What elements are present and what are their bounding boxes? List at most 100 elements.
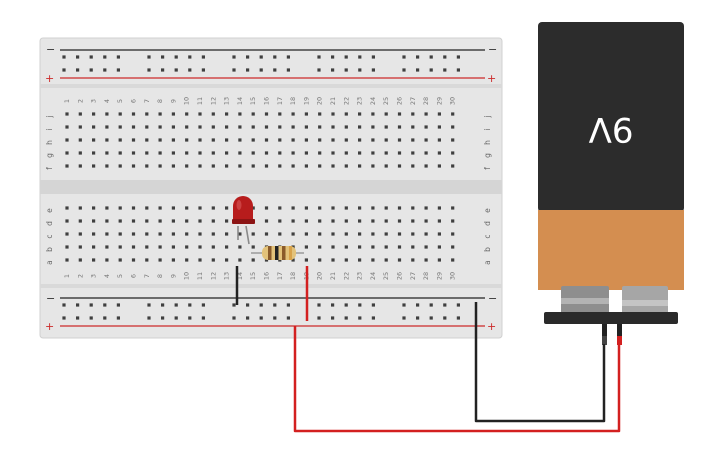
terminal-hole[interactable] xyxy=(251,125,255,129)
terminal-hole[interactable] xyxy=(211,232,215,236)
rail-hole[interactable] xyxy=(443,68,447,72)
terminal-hole[interactable] xyxy=(225,219,229,223)
terminal-hole[interactable] xyxy=(304,164,308,168)
terminal-hole[interactable] xyxy=(238,245,242,249)
terminal-hole[interactable] xyxy=(131,219,136,223)
terminal-hole[interactable] xyxy=(65,125,69,129)
rail-hole[interactable] xyxy=(201,303,205,307)
terminal-hole[interactable] xyxy=(264,258,269,262)
terminal-hole[interactable] xyxy=(198,138,202,142)
terminal-hole[interactable] xyxy=(304,245,308,249)
terminal-hole[interactable] xyxy=(185,245,189,249)
terminal-hole[interactable] xyxy=(371,112,375,116)
terminal-hole[interactable] xyxy=(291,232,295,236)
rail-hole[interactable] xyxy=(402,316,406,320)
terminal-hole[interactable] xyxy=(78,112,82,116)
terminal-hole[interactable] xyxy=(411,258,415,262)
terminal-hole[interactable] xyxy=(171,258,175,262)
terminal-hole[interactable] xyxy=(358,245,362,249)
terminal-hole[interactable] xyxy=(105,206,109,210)
terminal-hole[interactable] xyxy=(304,232,308,236)
terminal-hole[interactable] xyxy=(118,151,122,155)
terminal-hole[interactable] xyxy=(278,232,282,236)
terminal-hole[interactable] xyxy=(384,232,388,236)
terminal-hole[interactable] xyxy=(251,258,255,262)
rail-hole[interactable] xyxy=(62,303,66,307)
terminal-hole[interactable] xyxy=(437,206,441,210)
terminal-hole[interactable] xyxy=(384,138,388,142)
rail-hole[interactable] xyxy=(416,316,420,320)
terminal-hole[interactable] xyxy=(264,112,269,116)
terminal-hole[interactable] xyxy=(145,232,149,236)
terminal-hole[interactable] xyxy=(198,206,202,210)
terminal-hole[interactable] xyxy=(171,232,175,236)
battery-9v[interactable]: 9V xyxy=(538,22,684,345)
terminal-hole[interactable] xyxy=(171,219,175,223)
terminal-hole[interactable] xyxy=(397,219,402,223)
terminal-hole[interactable] xyxy=(451,219,455,223)
terminal-hole[interactable] xyxy=(451,232,455,236)
terminal-hole[interactable] xyxy=(424,151,428,155)
rail-hole[interactable] xyxy=(103,316,107,320)
terminal-hole[interactable] xyxy=(158,219,162,223)
terminal-hole[interactable] xyxy=(384,258,388,262)
terminal-hole[interactable] xyxy=(211,258,215,262)
terminal-hole[interactable] xyxy=(185,164,189,168)
terminal-hole[interactable] xyxy=(65,206,69,210)
terminal-hole[interactable] xyxy=(158,232,162,236)
terminal-hole[interactable] xyxy=(304,112,308,116)
terminal-hole[interactable] xyxy=(185,112,189,116)
terminal-hole[interactable] xyxy=(451,125,455,129)
rail-hole[interactable] xyxy=(89,316,93,320)
rail-hole[interactable] xyxy=(161,303,165,307)
terminal-hole[interactable] xyxy=(384,164,388,168)
rail-hole[interactable] xyxy=(103,303,107,307)
rail-hole[interactable] xyxy=(456,303,460,307)
rail-hole[interactable] xyxy=(188,55,192,59)
terminal-hole[interactable] xyxy=(118,245,122,249)
terminal-hole[interactable] xyxy=(344,258,348,262)
rail-hole[interactable] xyxy=(89,55,93,59)
rail-hole[interactable] xyxy=(259,303,263,307)
terminal-hole[interactable] xyxy=(278,151,282,155)
terminal-hole[interactable] xyxy=(145,245,149,249)
battery-positive-lead[interactable] xyxy=(293,326,621,433)
terminal-hole[interactable] xyxy=(251,151,255,155)
terminal-hole[interactable] xyxy=(238,151,242,155)
terminal-hole[interactable] xyxy=(225,258,229,262)
terminal-hole[interactable] xyxy=(451,164,455,168)
rail-hole[interactable] xyxy=(147,303,151,307)
terminal-hole[interactable] xyxy=(331,219,335,223)
rail-hole[interactable] xyxy=(344,303,348,307)
rail-hole[interactable] xyxy=(161,68,165,72)
rail-hole[interactable] xyxy=(358,68,362,72)
rail-hole[interactable] xyxy=(174,55,178,59)
rail-hole[interactable] xyxy=(259,55,263,59)
red-led[interactable] xyxy=(232,196,255,245)
terminal-hole[interactable] xyxy=(78,258,82,262)
terminal-hole[interactable] xyxy=(251,164,255,168)
terminal-hole[interactable] xyxy=(145,138,149,142)
terminal-hole[interactable] xyxy=(451,151,455,155)
terminal-hole[interactable] xyxy=(92,245,96,249)
terminal-hole[interactable] xyxy=(238,138,242,142)
terminal-hole[interactable] xyxy=(384,112,388,116)
terminal-hole[interactable] xyxy=(291,219,295,223)
rail-hole[interactable] xyxy=(201,68,205,72)
terminal-hole[interactable] xyxy=(118,206,122,210)
rail-hole[interactable] xyxy=(331,55,335,59)
rail-hole[interactable] xyxy=(331,316,335,320)
terminal-hole[interactable] xyxy=(145,258,149,262)
terminal-hole[interactable] xyxy=(185,151,189,155)
terminal-hole[interactable] xyxy=(331,164,335,168)
terminal-hole[interactable] xyxy=(358,206,362,210)
terminal-hole[interactable] xyxy=(78,219,82,223)
terminal-hole[interactable] xyxy=(437,219,441,223)
terminal-hole[interactable] xyxy=(185,258,189,262)
terminal-hole[interactable] xyxy=(198,232,202,236)
rail-hole[interactable] xyxy=(286,55,290,59)
rail-hole[interactable] xyxy=(161,55,165,59)
terminal-hole[interactable] xyxy=(158,112,162,116)
terminal-hole[interactable] xyxy=(145,125,149,129)
